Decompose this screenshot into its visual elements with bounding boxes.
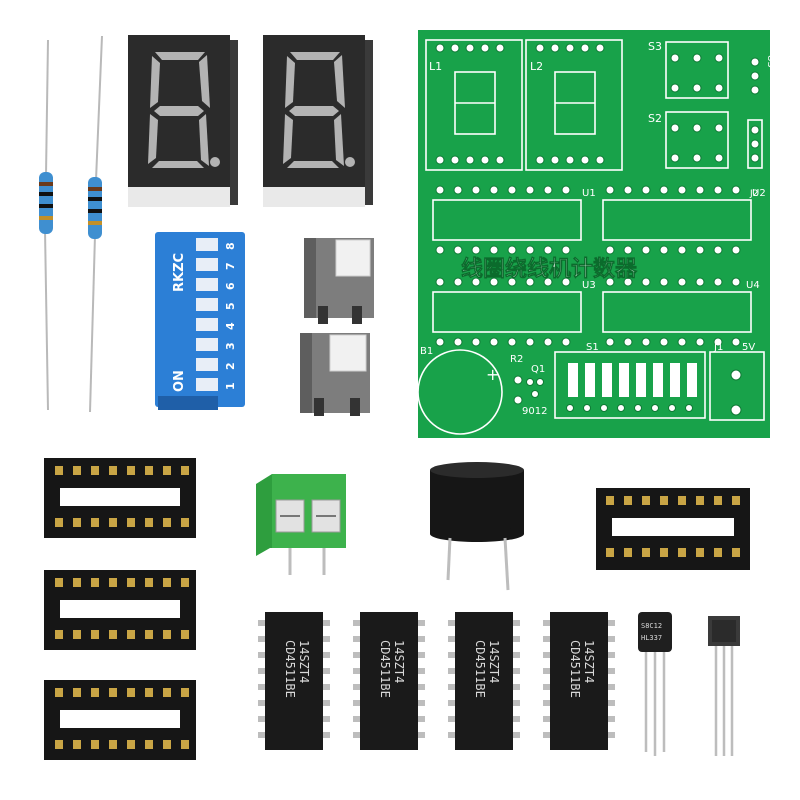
push-button-bottom	[300, 333, 370, 416]
pcb-label-l2: L2	[530, 60, 543, 73]
dip-switch-brand: RKZC	[172, 253, 187, 292]
pcb-title: 线圈绕线机计数器	[461, 256, 638, 282]
pcb-label-9012: 9012	[522, 406, 547, 417]
hall-sensor	[708, 616, 740, 756]
ic-chip-2-line1: 14SZT4	[392, 640, 406, 683]
terminal-block	[256, 474, 346, 575]
pcb-label-5v: 5V	[742, 342, 755, 353]
ic-chip-2-line2: CD4511BE	[378, 640, 392, 698]
pcb-outline-l2	[525, 39, 623, 171]
pcb-label-s1: S1	[586, 342, 599, 353]
pcb-label-q1: Q1	[531, 364, 545, 375]
ic-chip-1: 14SZT4 CD4511BE	[258, 612, 330, 750]
svg-text:+: +	[486, 365, 499, 384]
seven-segment-display-left	[128, 35, 238, 207]
pcb-board: 线圈绕线机计数器 L1 L2 S3 S2 U1 U2 U3 U4 R2 Q1 S…	[417, 30, 775, 438]
ic-socket-left-2	[44, 570, 196, 650]
transistor-line1: S8C12	[641, 622, 662, 630]
ic-chip-4-line2: CD4511BE	[568, 640, 582, 698]
ic-socket-left-1	[44, 458, 196, 538]
pcb-label-u3: U3	[582, 280, 596, 291]
buzzer	[430, 462, 524, 591]
ic-chip-3: 14SZT4 CD4511BE	[448, 612, 520, 750]
pcb-label-u1: U1	[582, 188, 596, 199]
ic-socket-left-3	[44, 680, 196, 760]
pcb-label-j1: J1	[713, 342, 723, 353]
ic-chip-4-line1: 14SZT4	[582, 640, 596, 683]
ic-chip-1-line1: 14SZT4	[297, 640, 311, 683]
ic-chip-3-line1: 14SZT4	[487, 640, 501, 683]
pcb-pads	[435, 43, 760, 416]
pcb-label-s3: S3	[648, 40, 662, 53]
pcb-label-r2: R2	[510, 354, 523, 365]
pcb-label-u4: U4	[746, 280, 760, 291]
pcb-label-b1: B1	[420, 346, 433, 357]
dip-switch-number-6: 6	[224, 282, 237, 290]
push-button-top	[304, 238, 374, 324]
pcb-label-s2: S2	[648, 112, 662, 125]
dip-switch-number-8: 8	[224, 242, 237, 250]
dip-switch-number-3: 3	[224, 342, 237, 350]
dip-switch-number-4: 4	[224, 322, 237, 330]
pcb-label-us: US	[765, 55, 775, 68]
pcb-label-l1: L1	[429, 60, 442, 73]
ic-socket-right	[596, 488, 750, 570]
resistor-right	[88, 35, 103, 413]
dip-switch-number-1: 1	[224, 382, 237, 390]
transistor-line2: HL337	[641, 634, 662, 642]
dip-switch-number-7: 7	[224, 262, 237, 270]
seven-segment-display-right	[263, 35, 373, 207]
ic-chip-3-line2: CD4511BE	[473, 640, 487, 698]
pcb-label-u2: U2	[752, 188, 766, 199]
dip-switch-on-label: ON	[172, 370, 187, 392]
pcb-outline-l1	[425, 39, 523, 171]
pcb-label-j2: J2	[749, 189, 758, 199]
dip-switch-number-5: 5	[224, 302, 237, 310]
dip-switch: RKZC ON 8 7 6 5 4 3 2 1	[155, 232, 245, 410]
dip-switch-levers	[196, 238, 218, 391]
transistor: S8C12 HL337	[638, 612, 672, 756]
resistor-left	[39, 39, 53, 411]
dip-switch-number-2: 2	[224, 362, 237, 370]
ic-chip-2: 14SZT4 CD4511BE	[353, 612, 425, 750]
ic-chip-4: 14SZT4 CD4511BE	[543, 612, 615, 750]
ic-chip-1-line2: CD4511BE	[283, 640, 297, 698]
pcb-dip-pads	[568, 363, 697, 397]
